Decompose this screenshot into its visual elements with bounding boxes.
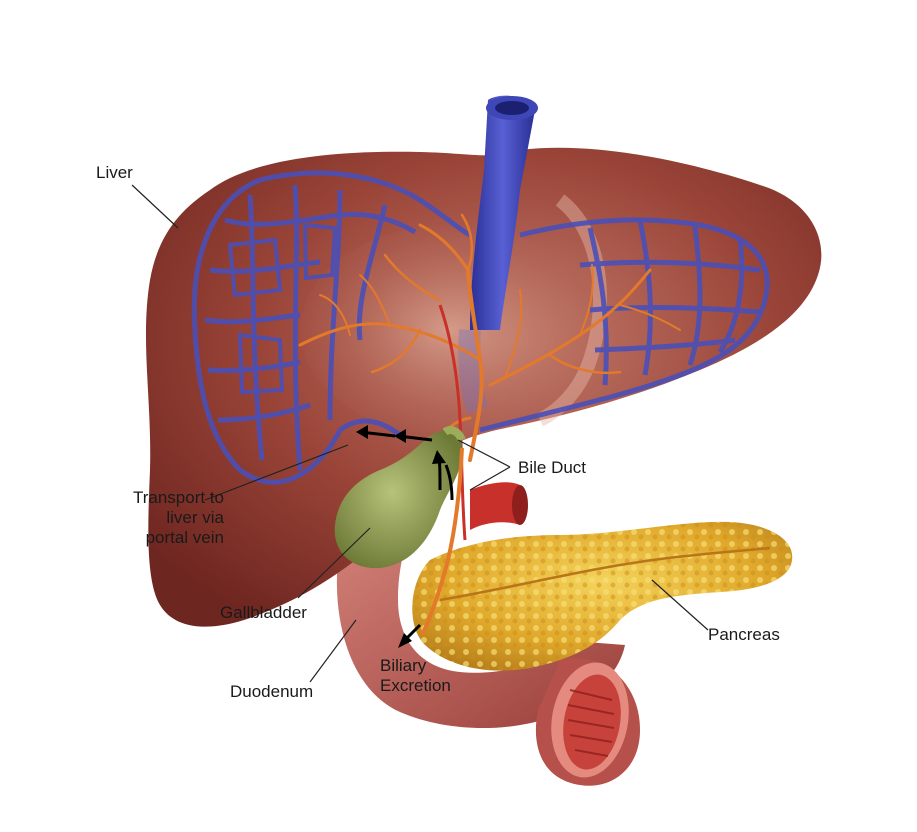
- label-gallbladder: Gallbladder: [220, 603, 307, 623]
- label-duodenum: Duodenum: [230, 682, 313, 702]
- label-pancreas: Pancreas: [708, 625, 780, 645]
- leader-liver: [132, 185, 178, 228]
- label-liver: Liver: [96, 163, 133, 183]
- label-biliary-excretion: Biliary Excretion: [380, 656, 451, 696]
- leader-bile-duct-1: [458, 440, 510, 467]
- aorta-segment: [470, 482, 528, 530]
- label-transport-portal-vein: Transport to liver via portal vein: [96, 488, 224, 548]
- label-bile-duct: Bile Duct: [518, 458, 586, 478]
